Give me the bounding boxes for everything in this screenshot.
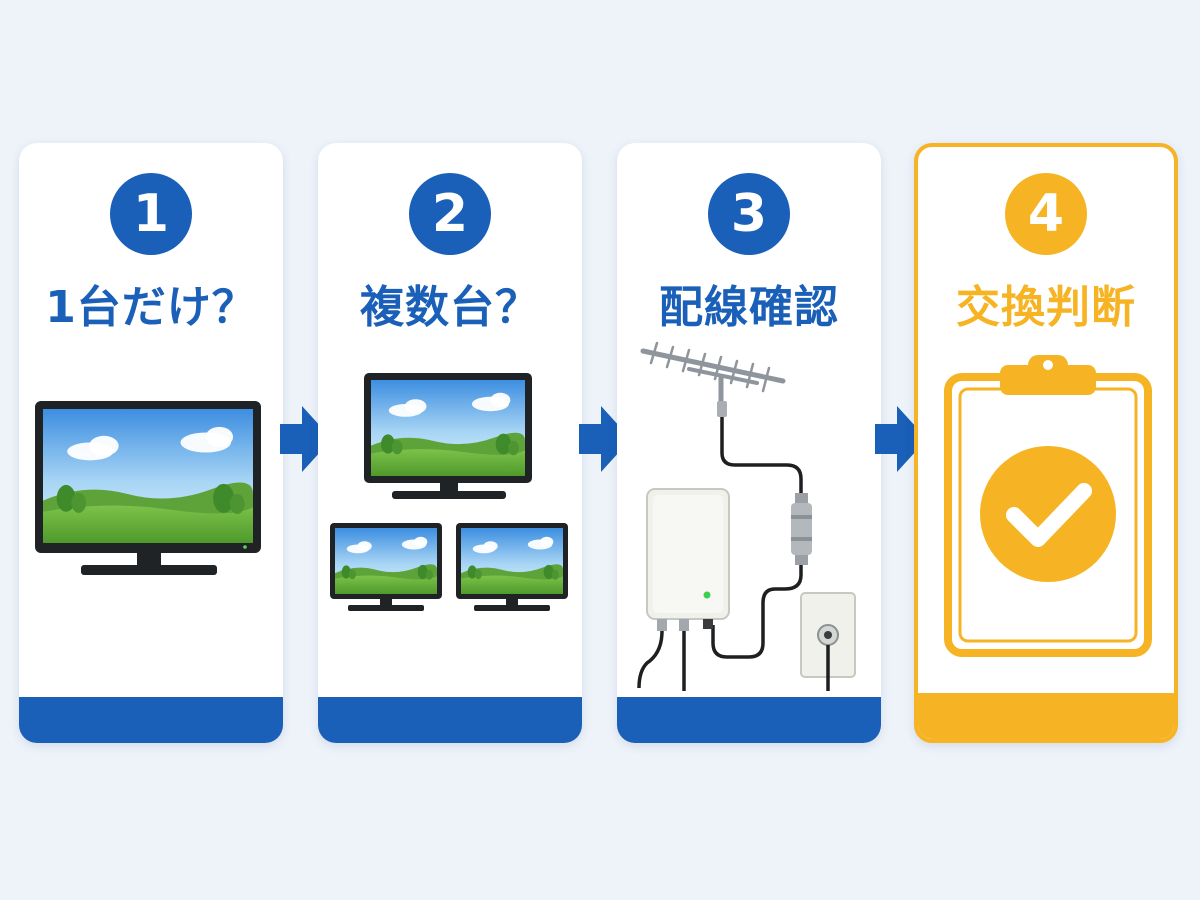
step-title: 1台だけ？: [45, 282, 257, 333]
check-circle-icon: [980, 446, 1116, 582]
step-card-1: 1 1台だけ？: [19, 143, 283, 743]
step-number-badge: 2: [409, 173, 491, 255]
single-tv-illustration: [35, 401, 261, 575]
step-number-badge: 4: [1005, 173, 1087, 255]
step-card-3: 3 配線確認: [617, 143, 881, 743]
wiring-illustration: [637, 341, 856, 691]
step-card-2: 2 複数台？: [318, 143, 582, 743]
arrow-right-icon: [280, 406, 332, 472]
arrow-right-icon: [579, 406, 631, 472]
card-footer-band: [318, 697, 582, 743]
wall-outlet-icon: [800, 592, 856, 678]
step-number-badge: 1: [110, 173, 192, 255]
card-footer-band: [617, 697, 881, 743]
card-footer-band: [19, 697, 283, 743]
clipboard-check-illustration: [944, 355, 1152, 657]
step-number-badge: 3: [708, 173, 790, 255]
step-title: 交換判断: [956, 282, 1136, 333]
arrow-right-icon: [875, 406, 927, 472]
multiple-tvs-illustration: [330, 373, 568, 611]
step-card-4: 4 交換判断: [914, 143, 1178, 743]
step-title: 複数台？: [360, 282, 540, 333]
antenna-icon: [640, 341, 786, 408]
step-title: 配線確認: [659, 282, 839, 333]
booster-box-icon: [646, 488, 730, 631]
card-footer-band: [918, 693, 1174, 739]
